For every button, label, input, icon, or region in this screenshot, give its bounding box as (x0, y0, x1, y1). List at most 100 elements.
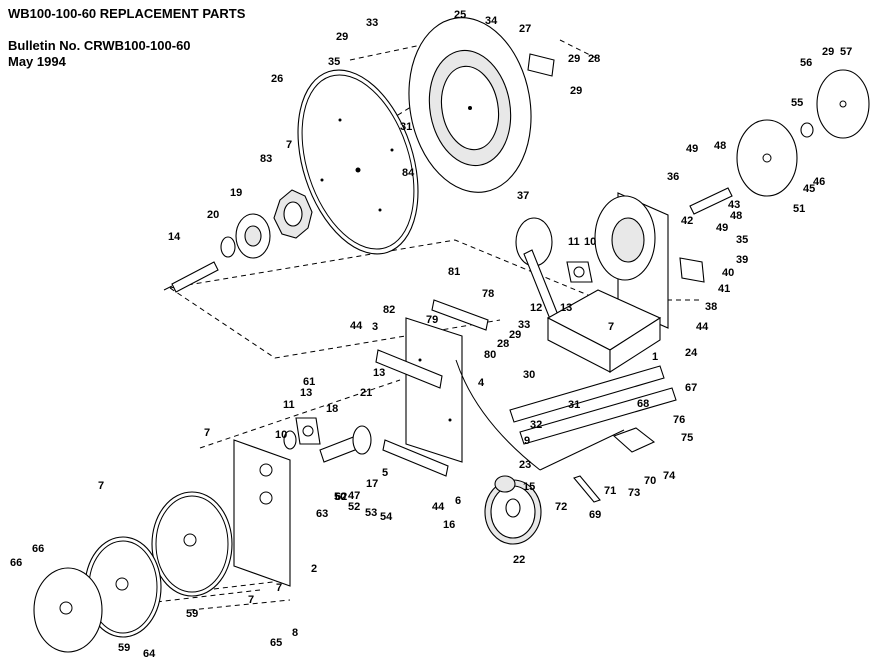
part-label: 83 (260, 153, 272, 165)
part-label: 80 (484, 349, 496, 361)
part-label: 22 (513, 554, 525, 566)
part-label: 59 (186, 608, 198, 620)
bearing-block-11 (566, 261, 593, 283)
channel-5 (382, 439, 449, 477)
part-label: 62 (335, 491, 347, 503)
part-label: 23 (519, 459, 531, 471)
part-label: 49 (686, 143, 698, 155)
part-label: 29 (570, 85, 582, 97)
part-label: 7 (204, 427, 210, 439)
part-label: 25 (454, 9, 466, 21)
part-label: 29 (336, 31, 348, 43)
part-label: 1 (652, 351, 658, 363)
part-label: 76 (673, 414, 685, 426)
part-label: 34 (485, 15, 498, 27)
channel-3 (375, 349, 443, 389)
drive-chain (455, 359, 625, 471)
part-label: 32 (530, 419, 542, 431)
part-label: 4 (478, 377, 485, 389)
bearing-19 (235, 213, 271, 259)
part-number-labels: 1 2 3 4 5 6 7 8 9 10 11 12 13 14 15 16 1… (32, 9, 852, 660)
part-label: 29 (568, 53, 580, 65)
part-label: 49 (716, 222, 728, 234)
part-label: 28 (588, 53, 600, 65)
bracket-27 (527, 53, 555, 77)
swivel-36 (689, 187, 733, 215)
valve-block-41 (679, 257, 705, 283)
shaft-14 (163, 261, 219, 293)
part-label: 61 (303, 376, 315, 388)
part-label: 69 (589, 509, 601, 521)
part-label: 63 (316, 508, 328, 520)
part-label: 33 (518, 319, 530, 331)
part-label: 71 (604, 485, 616, 497)
part-label: 44 (432, 501, 445, 513)
part-label: 72 (555, 501, 567, 513)
part-label: 12 (530, 302, 542, 314)
part-label: 56 (800, 57, 812, 69)
part-label: 65 (270, 637, 282, 649)
frame-plate-24 (594, 192, 669, 329)
side-plate-4 (405, 317, 463, 463)
part-label: 19 (230, 187, 242, 199)
part-label: 47 (348, 490, 360, 502)
part-label: 13 (560, 302, 572, 314)
part-label: 33 (366, 17, 378, 29)
part-label: 11 (568, 236, 580, 248)
part-label: 7 (608, 321, 614, 333)
part-label: 54 (380, 511, 393, 523)
part-label: 31 (400, 121, 412, 133)
part-label: 67 (685, 382, 697, 394)
part-label: 78 (482, 288, 494, 300)
part-label: 28 (497, 338, 509, 350)
part-label: 8 (292, 627, 298, 639)
part-label: 36 (667, 171, 679, 183)
cover-51 (736, 119, 798, 197)
part-label: 50 (334, 491, 346, 503)
part-label: 29 (822, 46, 834, 58)
bulletin-date: May 1994 (8, 54, 66, 69)
part-label: 35 (328, 56, 340, 68)
part-label: 30 (523, 369, 535, 381)
part-label: 45 (803, 183, 815, 195)
part-label: 41 (718, 283, 730, 295)
part-label: 57 (840, 46, 852, 58)
rail-9 (509, 365, 677, 445)
part-label: 70 (644, 475, 656, 487)
part-label: 7 (276, 582, 282, 594)
part-label: 38 (705, 301, 717, 313)
part-label: 51 (793, 203, 805, 215)
part-label: 66 (10, 557, 22, 569)
part-label: 46 (813, 176, 825, 188)
bushing-55 (800, 122, 814, 138)
switch-block-70 (612, 427, 656, 453)
part-label: 11 (283, 399, 295, 411)
repeated-part-labels: 7 7 7 7 7 29 29 29 29 28 33 35 31 13 13 … (10, 31, 834, 654)
part-label: 74 (663, 470, 676, 482)
part-label: 79 (426, 314, 438, 326)
part-label: 17 (366, 478, 378, 490)
part-label: 9 (524, 435, 530, 447)
part-label: 55 (791, 97, 803, 109)
part-label: 44 (350, 320, 363, 332)
bracket-1 (546, 289, 662, 374)
drum-flange-26 (297, 69, 419, 255)
part-label: 53 (365, 507, 377, 519)
part-label: 44 (696, 321, 709, 333)
document-header: WB100-100-60 REPLACEMENT PARTS (8, 6, 245, 22)
part-label: 24 (685, 347, 698, 359)
part-label: 40 (722, 267, 734, 279)
part-label: 27 (519, 23, 531, 35)
part-label: 20 (207, 209, 219, 221)
cover-56 (816, 69, 870, 139)
bulletin-block: Bulletin No. CRWB100-100-60 May 1994 (8, 38, 191, 70)
part-label: 18 (326, 403, 338, 415)
part-label: 68 (637, 398, 649, 410)
part-label: 37 (517, 190, 529, 202)
part-label: 26 (271, 73, 283, 85)
bulletin-number: Bulletin No. CRWB100-100-60 (8, 38, 191, 53)
part-label: 15 (523, 481, 535, 493)
washer-10-left (283, 430, 297, 450)
bearing-11-left (295, 417, 321, 445)
